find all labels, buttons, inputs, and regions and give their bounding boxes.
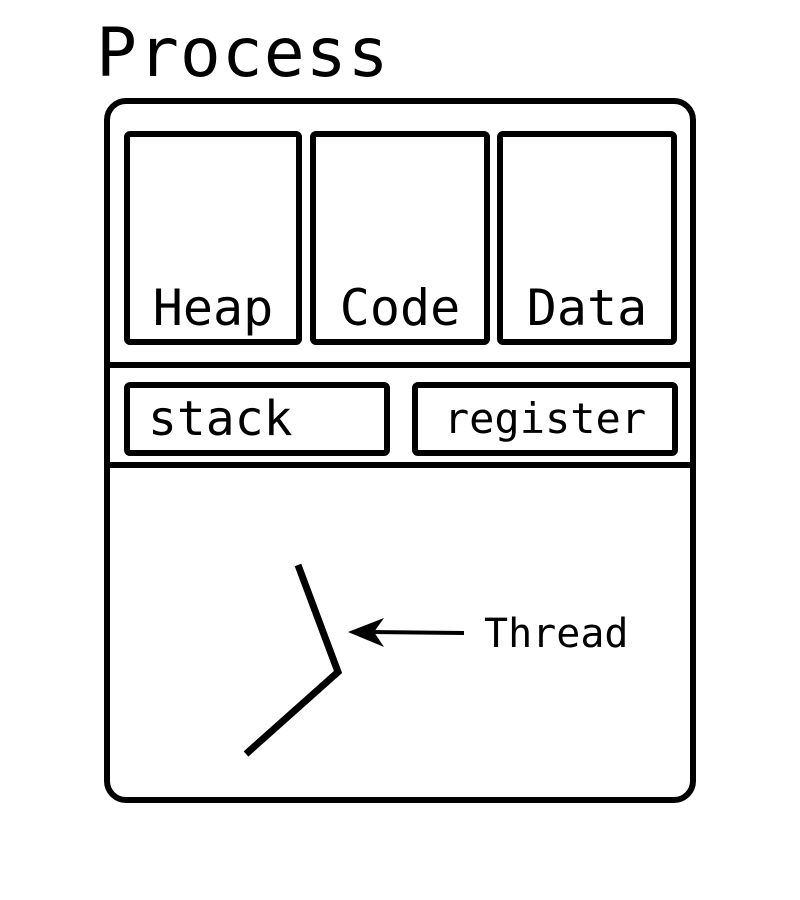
code-label: Code <box>339 279 461 337</box>
thread-line <box>243 563 343 757</box>
section-divider-bottom <box>104 462 696 468</box>
data-label: Data <box>526 279 648 337</box>
arrow-shaft <box>371 630 465 635</box>
process-box <box>104 98 696 803</box>
register-label: register <box>443 394 647 443</box>
heap-segment: Heap <box>124 131 302 345</box>
diagram-title: Process <box>96 14 390 93</box>
data-segment: Data <box>497 131 677 345</box>
arrow-head <box>348 618 384 647</box>
stack-label: stack <box>148 391 293 447</box>
code-segment: Code <box>310 131 490 345</box>
thread-label: Thread <box>484 611 629 657</box>
register-box: register <box>412 382 678 456</box>
section-divider-top <box>104 362 696 368</box>
heap-label: Heap <box>152 279 274 337</box>
stack-box: stack <box>124 382 390 456</box>
